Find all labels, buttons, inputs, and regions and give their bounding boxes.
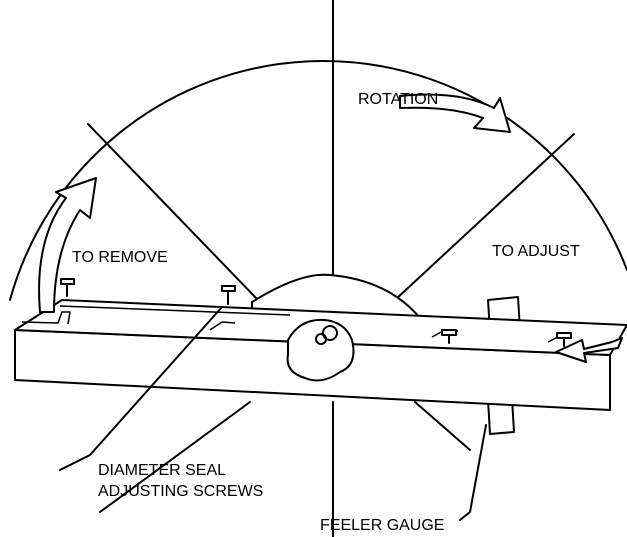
remove-arrow-icon (38, 177, 97, 313)
label-to-adjust: TO ADJUST (492, 243, 580, 260)
label-rotation: ROTATION (358, 91, 438, 108)
rotor-hub (251, 273, 421, 319)
label-seal-line2: ADJUSTING SCREWS (98, 483, 263, 500)
label-to-remove: TO REMOVE (72, 249, 168, 266)
cutaway-hole (286, 318, 355, 382)
screw-icon (441, 329, 457, 344)
label-seal-line1: DIAMETER SEAL (98, 462, 226, 479)
screw-icon (60, 278, 75, 297)
screw-icon (556, 332, 572, 347)
rotation-arrow-icon (399, 93, 511, 133)
bolt-head (315, 325, 338, 345)
label-feeler-gauge: FEELER GAUGE (320, 517, 444, 534)
leader-lines (59, 306, 487, 521)
screw-icon (221, 285, 236, 305)
sector-lines (87, 0, 575, 537)
adjust-arrow-icon (555, 337, 623, 363)
